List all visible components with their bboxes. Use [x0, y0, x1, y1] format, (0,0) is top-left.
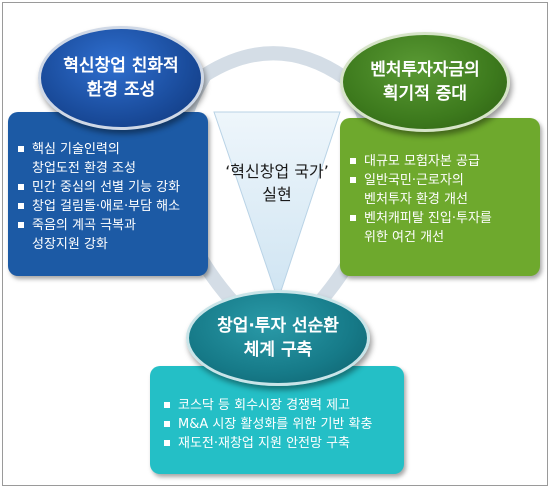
list-item: 핵심 기술인력의 창업도전 환경 조성 [16, 140, 200, 178]
bullet-square-icon [18, 146, 24, 152]
list-item-text: 민간 중심의 선별 기능 강화 [32, 180, 181, 195]
bottom-node-title: 창업·투자 선순환 체계 구축 [217, 316, 339, 360]
list-item-text: 대규모 모험자본 공급 [364, 154, 480, 169]
list-item-text: 재도전·재창업 지원 안전망 구축 [178, 436, 351, 451]
right-detail-box: 대규모 모험자본 공급 일반국민·근로자의 벤처투자 환경 개선 벤처캐피탈 진… [340, 118, 540, 276]
bullet-square-icon [164, 440, 170, 446]
list-item-text: 코스닥 등 회수시장 경쟁력 제고 [178, 398, 351, 413]
bottom-node-circle: 창업·투자 선순환 체계 구축 [186, 290, 370, 386]
list-item-text: 죽음의 계곡 극복과 성장지원 강화 [32, 218, 136, 252]
bullet-square-icon [18, 203, 24, 209]
list-item-text: 핵심 기술인력의 창업도전 환경 조성 [32, 142, 136, 176]
list-item-text: 창업 걸림돌·애로·부담 해소 [32, 199, 181, 214]
list-item: 일반국민·근로자의 벤처투자 환경 개선 [348, 171, 532, 209]
bullet-square-icon [350, 215, 356, 221]
bullet-square-icon [164, 402, 170, 408]
left-detail-box: 핵심 기술인력의 창업도전 환경 조성 민간 중심의 선별 기능 강화 창업 걸… [8, 112, 208, 276]
center-triangle [213, 111, 341, 302]
list-item: 대규모 모험자본 공급 [348, 152, 532, 171]
left-node-circle: 혁신창업 친화적 환경 조성 [38, 26, 204, 130]
bottom-detail-box: 코스닥 등 회수시장 경쟁력 제고 M&A 시장 활성화를 위한 기반 확충 재… [150, 366, 404, 474]
bullet-square-icon [164, 421, 170, 427]
center-goal-text: ‘혁신창업 국가’ 실현 [225, 162, 329, 204]
list-item-text: M&A 시장 활성화를 위한 기반 확충 [178, 417, 373, 432]
list-item: 민간 중심의 선별 기능 강화 [16, 178, 200, 197]
bullet-square-icon [350, 177, 356, 183]
left-node-title: 혁신창업 친화적 환경 조성 [63, 56, 179, 100]
list-item: 죽음의 계곡 극복과 성장지원 강화 [16, 216, 200, 254]
list-item: 재도전·재창업 지원 안전망 구축 [162, 434, 396, 453]
list-item-text: 일반국민·근로자의 벤처투자 환경 개선 [364, 173, 468, 207]
bullet-square-icon [18, 222, 24, 228]
list-item-text: 벤처캐피탈 진입·투자를 위한 여건 개선 [364, 211, 492, 245]
right-node-circle: 벤처투자자금의 획기적 증대 [340, 32, 510, 132]
bullet-square-icon [18, 184, 24, 190]
list-item: 벤처캐피탈 진입·투자를 위한 여건 개선 [348, 209, 532, 247]
list-item: M&A 시장 활성화를 위한 기반 확충 [162, 415, 396, 434]
right-node-title: 벤처투자자금의 획기적 증대 [370, 60, 480, 104]
list-item: 코스닥 등 회수시장 경쟁력 제고 [162, 396, 396, 415]
bullet-square-icon [350, 158, 356, 164]
list-item: 창업 걸림돌·애로·부담 해소 [16, 197, 200, 216]
